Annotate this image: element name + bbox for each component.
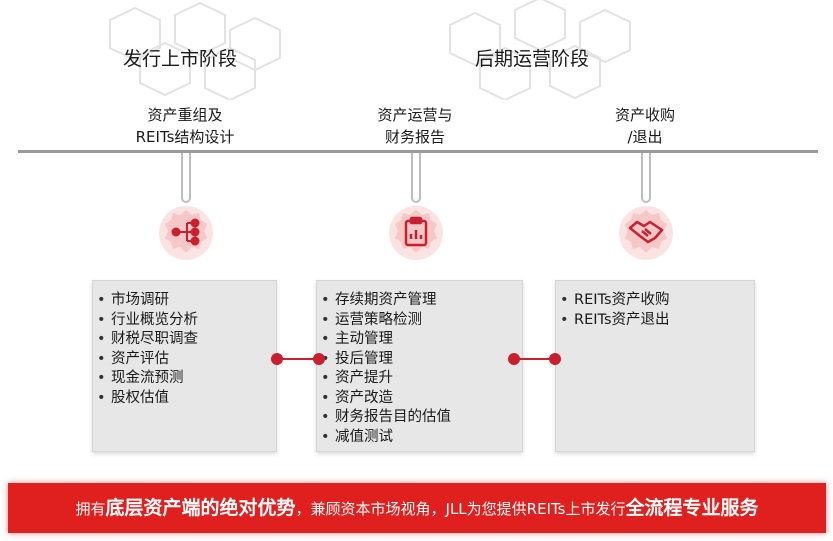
list-item: 主动管理 [335, 330, 522, 350]
service-list: REITs资产收购 REITs资产退出 [556, 281, 754, 330]
list-item: 资产改造 [335, 389, 522, 409]
list-item: 现金流预测 [111, 369, 276, 389]
list-item: 投后管理 [335, 350, 522, 370]
link-dot [549, 353, 561, 365]
step-label-line: 资产重组及 [147, 106, 223, 124]
timeline-connector [181, 153, 191, 203]
list-item: 市场调研 [111, 291, 276, 311]
stage-title-listing: 发行上市阶段 [123, 48, 238, 70]
list-item: REITs资产退出 [574, 311, 754, 331]
timeline-line [18, 150, 818, 153]
list-item: 行业概览分析 [111, 311, 276, 331]
handshake-icon [619, 206, 673, 260]
list-item: 股权估值 [111, 389, 276, 409]
banner-highlight: 全流程专业服务 [625, 497, 759, 519]
bottom-banner: 拥有底层资产端的绝对优势，兼顾资本市场视角，JLL为您提供REITs上市发行全流… [8, 483, 826, 533]
panel-link [516, 358, 556, 360]
step-label-line: 资产收购 [614, 106, 675, 124]
list-item: 减值测试 [335, 428, 522, 448]
panel-link [280, 358, 320, 360]
list-item: 存续期资产管理 [335, 291, 522, 311]
banner-text-part: ，兼顾资本市场视角，JLL为您提供REITs上市发行 [295, 500, 626, 518]
banner-text: 拥有底层资产端的绝对优势，兼顾资本市场视角，JLL为您提供REITs上市发行全流… [8, 483, 826, 533]
list-item: 资产提升 [335, 369, 522, 389]
list-item: 资产评估 [111, 350, 276, 370]
banner-highlight: 底层资产端的绝对优势 [105, 497, 296, 519]
step-label-line: REITs结构设计 [135, 128, 235, 146]
hexagon-decoration-right [449, 0, 631, 100]
timeline-connector [411, 153, 421, 203]
step-label-line: 资产运营与 [377, 106, 453, 124]
hexagon-decoration-left [109, 1, 281, 100]
list-item: 财务报告目的估值 [335, 408, 522, 428]
link-dot [313, 353, 325, 365]
step-label-line: /退出 [627, 128, 663, 146]
step-label-line: 财务报告 [384, 128, 445, 146]
services-panel-operation: 存续期资产管理 运营策略检测 主动管理 投后管理 资产提升 资产改造 财务报告目… [316, 280, 523, 452]
service-list: 市场调研 行业概览分析 财税尽职调查 资产评估 现金流预测 股权估值 [93, 281, 276, 408]
service-list: 存续期资产管理 运营策略检测 主动管理 投后管理 资产提升 资产改造 财务报告目… [317, 281, 522, 447]
report-clipboard-icon [389, 206, 443, 260]
step-label-restructuring: 资产重组及 REITs结构设计 [110, 104, 260, 148]
step-label-operation: 资产运营与 财务报告 [340, 104, 490, 148]
timeline-connector [641, 153, 651, 203]
list-item: 运营策略检测 [335, 311, 522, 331]
banner-text-part: 拥有 [75, 500, 106, 518]
link-dot [508, 353, 520, 365]
link-dot [271, 353, 283, 365]
list-item: REITs资产收购 [574, 291, 754, 311]
list-item: 财税尽职调查 [111, 330, 276, 350]
stage-title-operation: 后期运营阶段 [475, 48, 590, 70]
hierarchy-icon [159, 206, 213, 260]
step-label-acquisition: 资产收购 /退出 [570, 104, 720, 148]
services-panel-acquisition: REITs资产收购 REITs资产退出 [555, 280, 755, 452]
services-panel-restructuring: 市场调研 行业概览分析 财税尽职调查 资产评估 现金流预测 股权估值 [92, 280, 277, 452]
